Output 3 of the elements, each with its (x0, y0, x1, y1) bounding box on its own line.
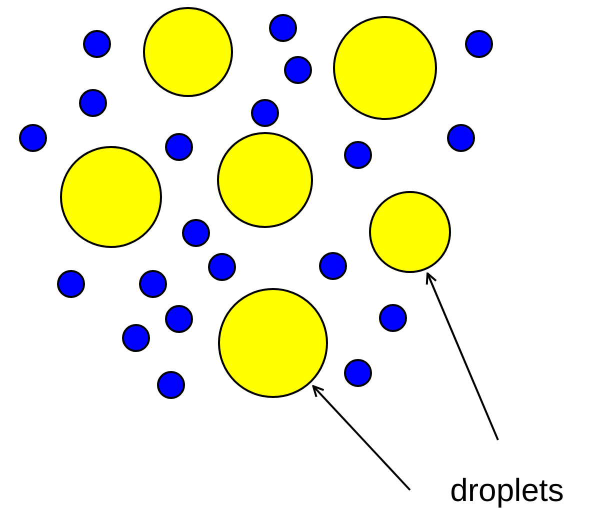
callout-label: droplets (450, 474, 564, 506)
arrow (312, 385, 411, 491)
arrow (426, 272, 499, 440)
